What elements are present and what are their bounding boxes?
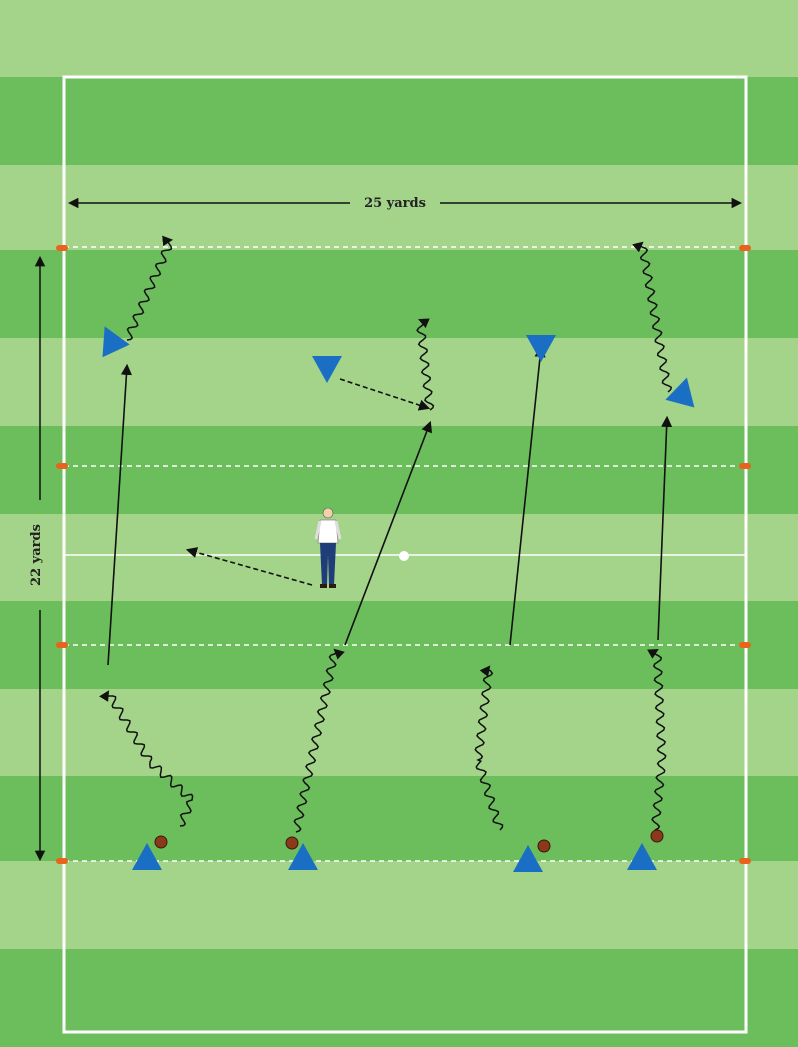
orange-cone-icon [739, 642, 751, 648]
orange-cone-icon [56, 642, 68, 648]
ball-icon [286, 837, 298, 849]
ball-icon [651, 830, 663, 842]
orange-cone-icon [739, 463, 751, 469]
grass-stripe [0, 689, 798, 776]
orange-cone-icon [56, 858, 68, 864]
height-label: 22 yards [29, 524, 44, 586]
grass-stripe [0, 514, 798, 601]
orange-cone-icon [56, 245, 68, 251]
grass-stripe [0, 250, 798, 338]
grass-stripe [0, 776, 798, 861]
orange-cone-icon [56, 463, 68, 469]
grass-stripe [0, 338, 798, 426]
width-label: 25 yards [364, 196, 426, 211]
ball-icon [538, 840, 550, 852]
ball-icon [155, 836, 167, 848]
grass-stripe [0, 861, 798, 949]
grass-stripe [0, 77, 798, 165]
orange-cone-icon [739, 858, 751, 864]
orange-cone-icon [739, 245, 751, 251]
centre-ball-icon [399, 551, 409, 561]
grass-stripe [0, 0, 798, 77]
